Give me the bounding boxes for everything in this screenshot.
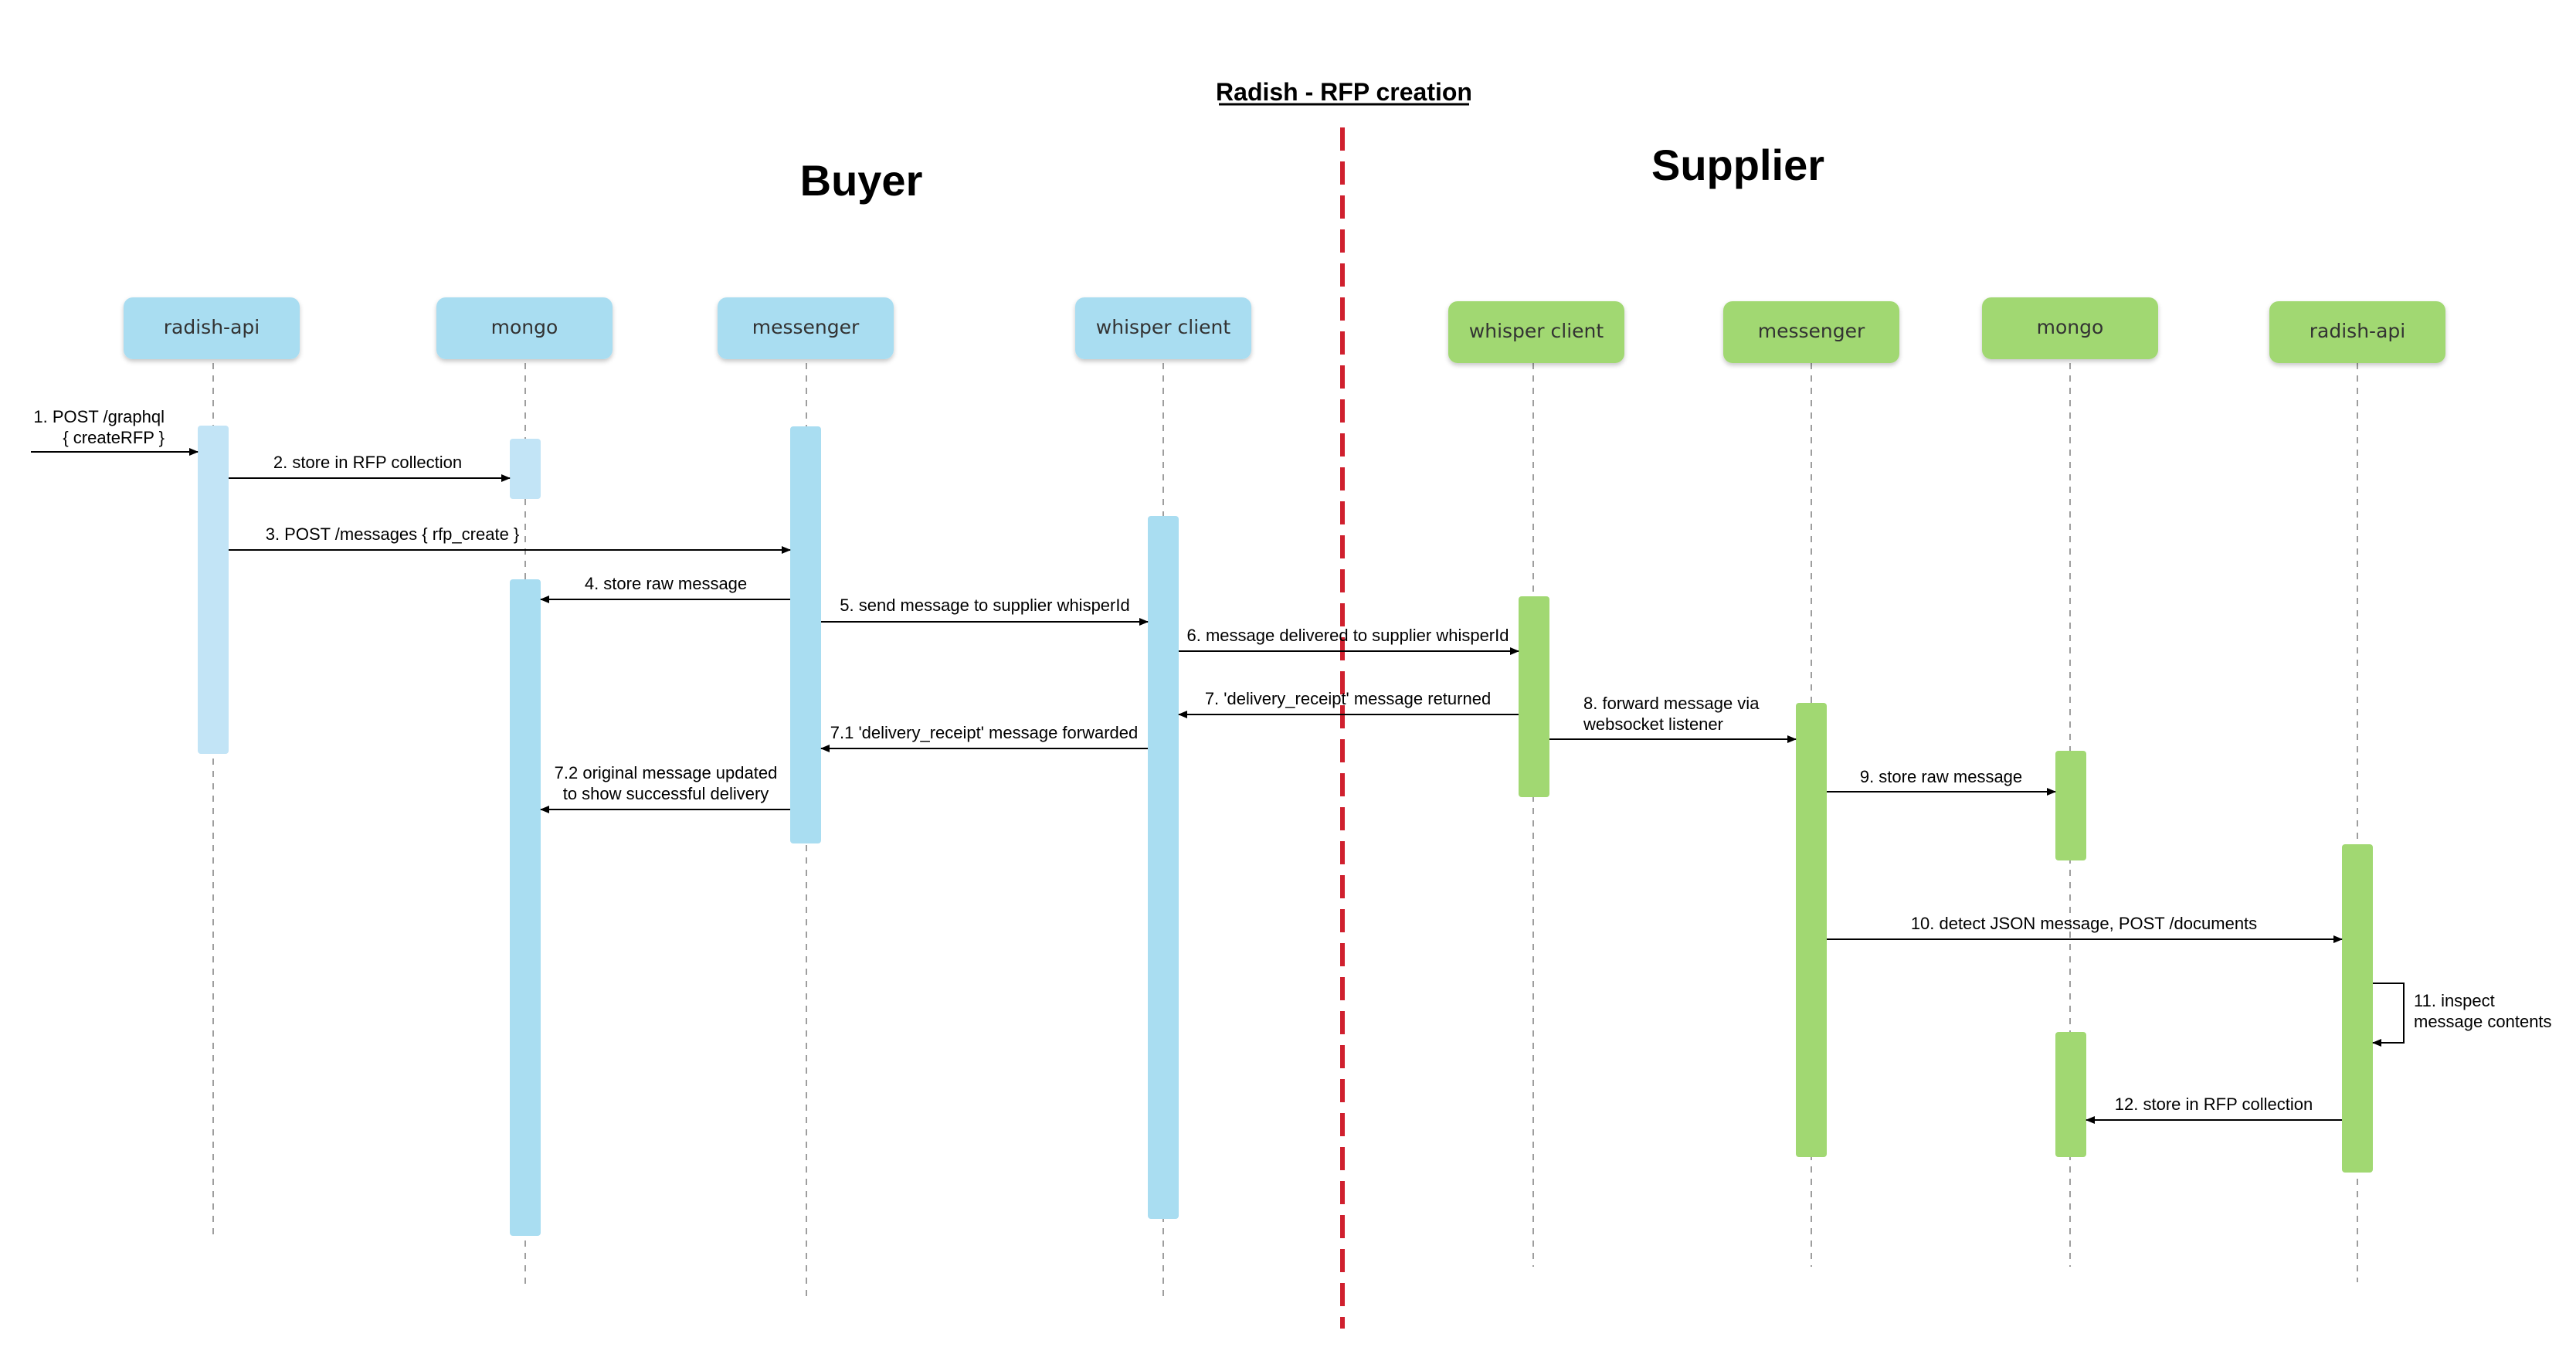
- activation-supplier-mongo-1: [2055, 751, 2086, 860]
- participant-label: mongo: [2037, 316, 2104, 338]
- participant-label: messenger: [1758, 320, 1865, 342]
- message-label-5: 5. send message to supplier whisperId: [840, 596, 1129, 615]
- participant-supplier-whisper-client: whisper client: [1448, 301, 1624, 363]
- participant-buyer-radish-api: radish-api: [124, 297, 300, 359]
- message-label-7-2: 7.2 original message updated to show succ…: [555, 763, 778, 803]
- activation-buyer-mongo-1: [510, 439, 541, 499]
- participant-buyer-whisper-client: whisper client: [1075, 297, 1251, 359]
- participant-label: mongo: [491, 316, 558, 338]
- message-label-9: 9. store raw message: [1860, 767, 2022, 786]
- message-label-12: 12. store in RFP collection: [2115, 1095, 2313, 1114]
- message-label-7-1: 7.1 'delivery_receipt' message forwarded: [830, 723, 1139, 742]
- message-label-11: 11. inspect message contents: [2414, 991, 2552, 1031]
- label-line: 8. forward message via: [1583, 694, 1760, 713]
- activation-supplier-messenger: [1796, 703, 1827, 1157]
- activation-supplier-radish-api: [2342, 844, 2373, 1173]
- participant-buyer-mongo: mongo: [436, 297, 613, 359]
- message-label-10: 10. detect JSON message, POST /documents: [1911, 914, 2257, 933]
- participant-label: radish-api: [2310, 320, 2405, 342]
- participant-box: [124, 297, 300, 359]
- activation-supplier-mongo-2: [2055, 1032, 2086, 1157]
- section-buyer: Buyer: [800, 156, 923, 205]
- activation-bars: [198, 426, 2373, 1236]
- participant-label: whisper client: [1469, 320, 1604, 342]
- message-label-2: 2. store in RFP collection: [273, 453, 462, 472]
- label-line: { createRFP }: [63, 428, 165, 447]
- participant-box: [436, 297, 613, 359]
- message-label-1: 1. POST /graphql { createRFP }: [33, 407, 165, 447]
- label-line: websocket listener: [1583, 714, 1723, 734]
- participant-box: [2269, 301, 2445, 363]
- participant-box: [1723, 301, 1899, 363]
- participant-label: whisper client: [1096, 316, 1231, 338]
- messages: [31, 448, 2405, 1124]
- message-arrow-11: [2372, 983, 2405, 1047]
- participant-supplier-mongo: mongo: [1982, 297, 2158, 359]
- diagram-title: Radish - RFP creation: [1216, 78, 1472, 106]
- message-label-3: 3. POST /messages { rfp_create }: [266, 524, 520, 544]
- label-line: 1. POST /graphql: [33, 407, 165, 426]
- activation-buyer-messenger: [790, 426, 821, 843]
- message-labels: 1. POST /graphql { createRFP } 2. store i…: [33, 407, 2551, 1114]
- participant-label: messenger: [752, 316, 860, 338]
- label-line: 11. inspect: [2414, 991, 2495, 1010]
- message-label-7: 7. 'delivery_receipt' message returned: [1205, 689, 1491, 708]
- participant-box: [1982, 297, 2158, 359]
- participant-box: [1075, 297, 1251, 359]
- label-line: 7.2 original message updated: [555, 763, 778, 782]
- participant-box: [718, 297, 894, 359]
- activation-buyer-radish-api: [198, 426, 229, 754]
- participant-supplier-messenger: messenger: [1723, 301, 1899, 363]
- participant-box: [1448, 301, 1624, 363]
- participant-label: radish-api: [164, 316, 260, 338]
- activation-buyer-mongo-2: [510, 579, 541, 1236]
- label-line: to show successful delivery: [563, 784, 769, 803]
- message-label-6: 6. message delivered to supplier whisper…: [1186, 626, 1509, 645]
- section-supplier: Supplier: [1651, 141, 1824, 189]
- activation-supplier-whisper-client: [1519, 596, 1549, 797]
- participant-supplier-radish-api: radish-api: [2269, 301, 2445, 363]
- message-label-4: 4. store raw message: [585, 574, 747, 593]
- activation-buyer-whisper-client: [1148, 516, 1179, 1219]
- label-line: message contents: [2414, 1012, 2552, 1031]
- participant-buyer-messenger: messenger: [718, 297, 894, 359]
